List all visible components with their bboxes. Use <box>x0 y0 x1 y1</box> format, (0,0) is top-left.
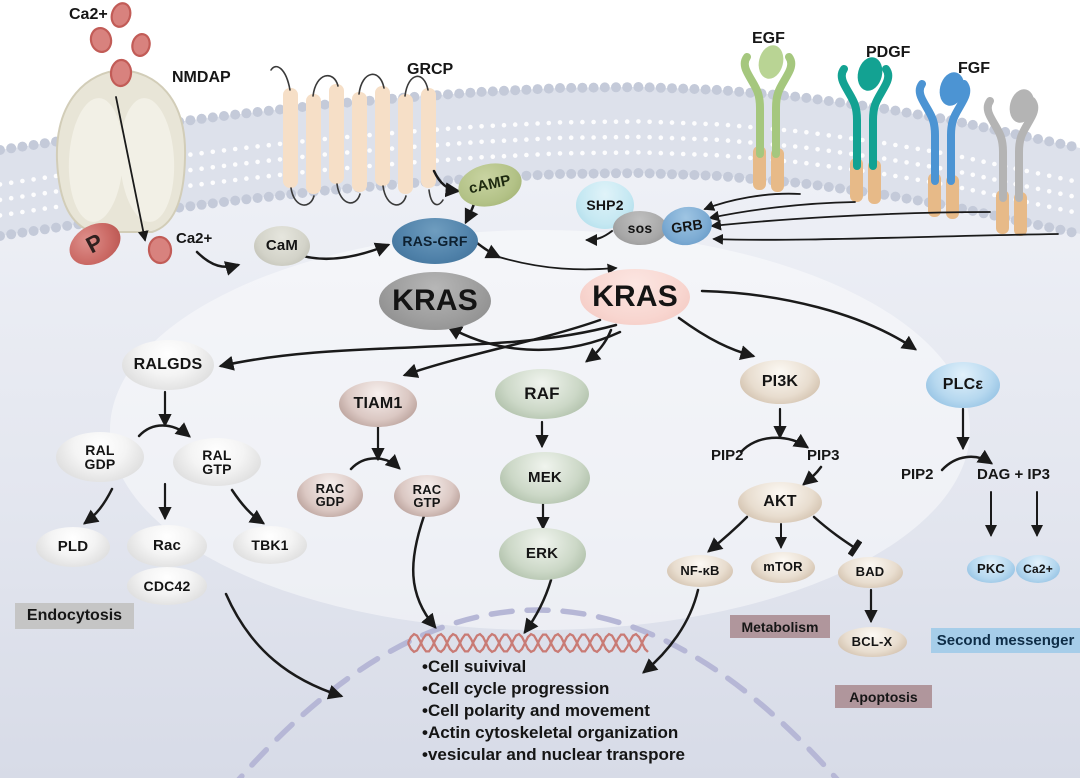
cell-outcome-list: •Cell suivival •Cell cycle progression•Ce… <box>422 656 685 766</box>
gpcr-icon <box>270 65 444 206</box>
calcium-ion <box>89 26 113 54</box>
arrow-krasgtp-to-krasgdp <box>446 325 622 351</box>
fgf-receptor-icon <box>915 72 971 219</box>
outcome-item: •Cell suivival <box>422 657 527 676</box>
arrow-fgfr-to-grb <box>710 211 991 231</box>
arrow-sos-out <box>585 230 613 246</box>
ligand-icon <box>758 45 784 79</box>
arrow-to-pld <box>82 487 114 525</box>
arrow-pip2-to-dag <box>940 449 994 472</box>
arrow-to-tbk1 <box>230 488 266 525</box>
nmdap-channel-icon <box>55 68 187 233</box>
ligand-icon <box>1009 89 1035 123</box>
arrow-erk-to-nucleus <box>523 578 553 635</box>
arrow-pdgfr-to-grb <box>708 201 856 222</box>
calcium-ion <box>110 2 132 28</box>
arrow-kras-to-raf <box>585 328 613 363</box>
arrow-nfkb-to-nucleus <box>642 588 700 674</box>
arrow-kras-to-tiam1 <box>402 318 602 378</box>
calcium-ion <box>131 33 151 57</box>
arrow-racgdp-to-racgtp <box>349 454 401 471</box>
dna-helix <box>406 632 649 654</box>
calcium-ion-cluster <box>89 2 173 265</box>
pdgf-receptor-icon <box>837 57 893 204</box>
dna-layer <box>406 632 649 654</box>
outcome-item: •vesicular and nuclear transpore <box>422 744 685 764</box>
outcome-item: •Cell polarity and movement <box>422 700 650 720</box>
arrow-pip2-to-pip3 <box>739 433 810 454</box>
arrow-ca-to-cam <box>195 250 241 276</box>
arrow-kras-to-ralgds <box>218 323 618 371</box>
ligand-icon <box>857 57 883 91</box>
arrow-endocytosis-to-nucleus <box>224 592 344 700</box>
egf-receptor-icon <box>740 45 796 192</box>
arrow-ca-influx <box>115 96 149 242</box>
calcium-ion <box>147 235 173 265</box>
arrow-rasgrf-to-kras <box>498 256 618 274</box>
orphan-receptor-icon <box>983 89 1039 236</box>
ligand-icon <box>939 72 965 106</box>
arrow-receptor-to-grb <box>712 233 1059 245</box>
arrow-racgtp-to-nucleus <box>412 514 437 629</box>
outcome-item: •Cell cycle progression <box>422 678 610 698</box>
arrow-rasgrf-out <box>475 241 502 259</box>
membrane-band <box>0 87 1080 236</box>
calcium-ion <box>109 58 133 88</box>
dna-helix <box>406 632 649 654</box>
outcome-item: •Actin cytoskeletal organization <box>422 722 679 742</box>
arrow-kras-to-plce <box>700 289 918 351</box>
